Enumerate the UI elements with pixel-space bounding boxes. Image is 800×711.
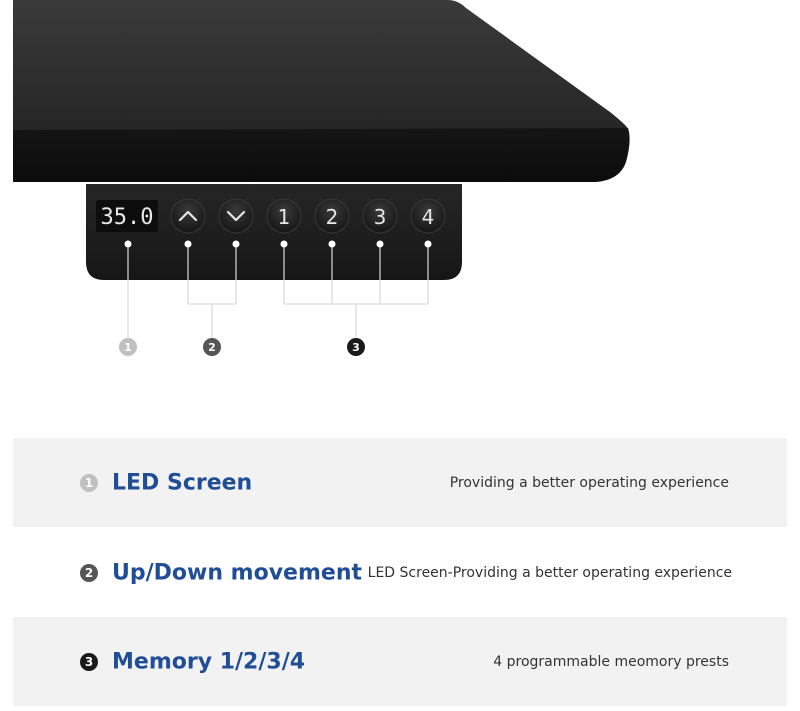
memory-button-2[interactable]: 2 [314,198,350,234]
feature-badge: 2 [80,563,98,582]
callout-dots [124,240,432,248]
memory-button-4[interactable]: 4 [410,198,446,234]
desk-top-surface [13,0,629,130]
memory-button-3[interactable]: 3 [362,198,398,234]
feature-description: Providing a better operating experience [449,474,729,491]
feature-row-led-screen: 1 LED Screen Providing a better operatin… [13,438,787,527]
up-button[interactable] [170,198,206,234]
callout-lines-below-panel [127,280,429,340]
desk-front-edge [13,128,630,182]
chevron-up-icon [178,210,198,222]
callout-badge-2: 2 [203,338,221,356]
memory-button-label: 1 [278,205,291,229]
memory-button-label: 4 [422,205,435,229]
chevron-down-icon [226,210,246,222]
feature-badge: 3 [80,652,98,671]
led-display [96,200,158,232]
callout-badge-3: 3 [347,338,365,356]
callout-badge-1: 1 [119,338,137,356]
feature-title: Up/Down movement [112,560,362,585]
memory-button-label: 2 [326,205,339,229]
memory-button-label: 3 [374,205,387,229]
feature-title: Memory 1/2/3/4 [112,649,306,674]
feature-row-up-down: 2 Up/Down movement LED Screen-Providing … [13,528,787,617]
svg-text:3: 3 [352,341,360,354]
feature-badge: 1 [80,473,98,492]
feature-row-memory: 3 Memory 1/2/3/4 4 programmable meomory … [13,617,787,706]
down-button[interactable] [218,198,254,234]
feature-title: LED Screen [112,470,253,495]
feature-description: LED Screen-Providing a better operating … [367,564,732,581]
memory-button-1[interactable]: 1 [266,198,302,234]
feature-description: 4 programmable meomory prests [493,653,729,670]
svg-text:2: 2 [208,341,216,354]
svg-text:1: 1 [124,341,132,354]
led-display-value: 35.0 [101,205,154,230]
desk-control-illustration: 35.0 1 2 3 4 [13,0,630,356]
